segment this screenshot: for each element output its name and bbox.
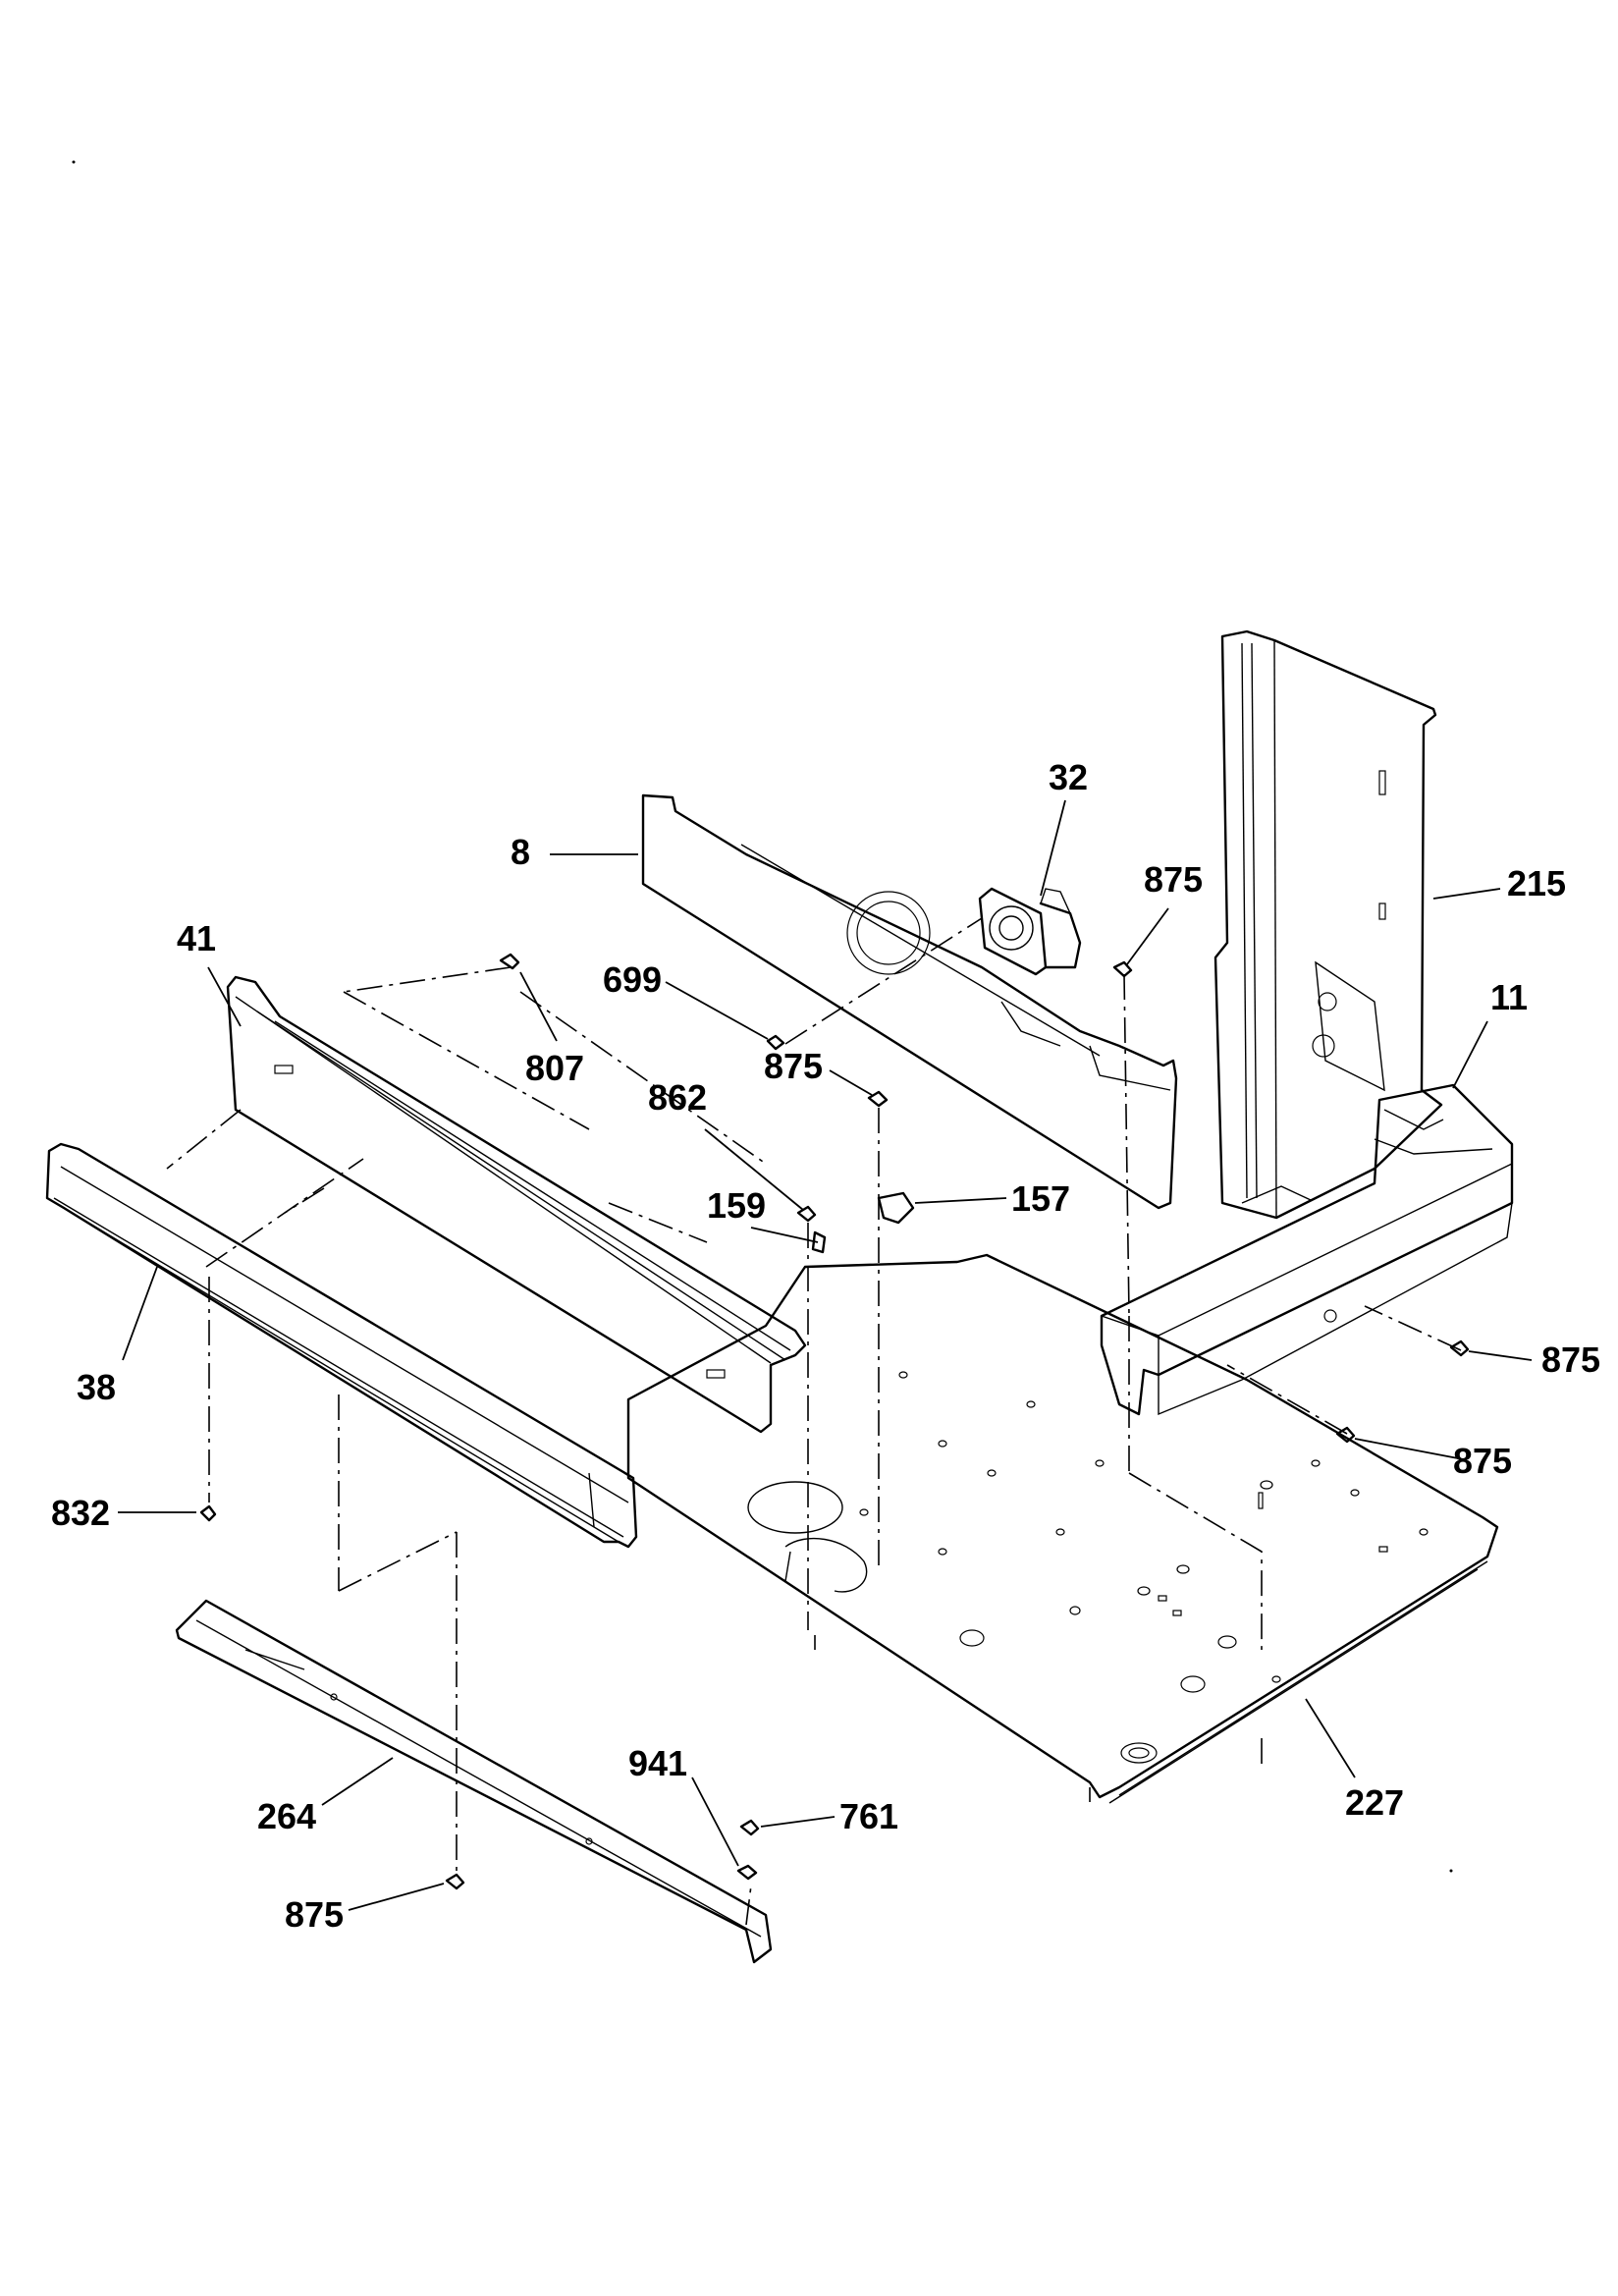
fastener-screws (199, 953, 1470, 1890)
callout-699: 699 (603, 959, 662, 1000)
callout-264: 264 (257, 1796, 316, 1836)
callout-8: 8 (511, 832, 530, 872)
callout-159: 159 (707, 1185, 766, 1226)
callout-leaders (118, 799, 1533, 1911)
callout-875: 875 (1144, 859, 1203, 900)
callout-761: 761 (839, 1796, 898, 1836)
rear-column-part-215 (1214, 629, 1443, 1220)
fan-motor-part-32 (978, 887, 1082, 976)
upper-rail-part-41 (226, 975, 807, 1434)
callout-875: 875 (1541, 1339, 1600, 1380)
callout-875: 875 (1453, 1441, 1512, 1481)
front-trim-part-38 (45, 1142, 638, 1549)
callout-labels: 8 32 875 215 11 41 699 807 875 862 159 1… (51, 757, 1600, 1935)
front-strip-part-264 (175, 1599, 773, 1964)
callout-807: 807 (525, 1048, 584, 1088)
callout-11: 11 (1490, 977, 1528, 1017)
callout-875: 875 (285, 1894, 344, 1935)
callout-875: 875 (764, 1046, 823, 1086)
assembly-centerlines (166, 917, 1462, 1926)
callout-227: 227 (1345, 1782, 1404, 1823)
callout-832: 832 (51, 1493, 110, 1533)
callout-32: 32 (1049, 757, 1088, 797)
callout-215: 215 (1507, 863, 1566, 903)
callout-157: 157 (1011, 1178, 1070, 1219)
callout-862: 862 (648, 1077, 707, 1118)
callout-941: 941 (628, 1743, 687, 1783)
rear-panel-part-8 (641, 793, 1178, 1210)
side-bracket-part-11 (1100, 1083, 1514, 1416)
base-pan-part-227 (626, 1253, 1499, 1804)
callout-41: 41 (177, 918, 216, 958)
callout-38: 38 (77, 1367, 116, 1407)
